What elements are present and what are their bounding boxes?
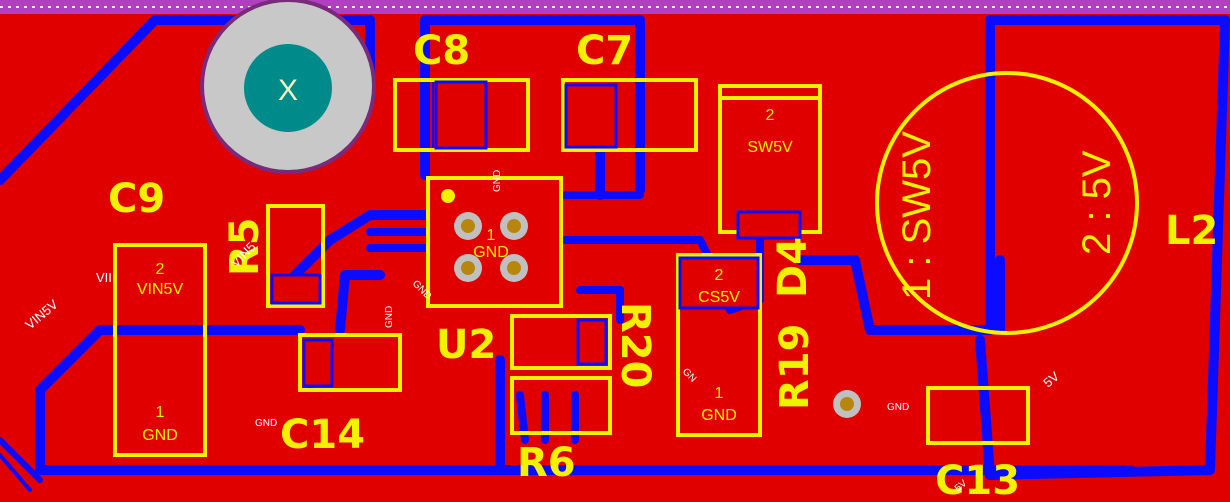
c8-pad-divider <box>432 82 434 148</box>
component-c8: C8 <box>393 28 530 152</box>
net-gnd-c14: GND <box>255 418 277 429</box>
c7-designator: C7 <box>576 28 633 74</box>
u2-pin1-dot <box>441 189 455 203</box>
u2-pin1-number: 1 <box>487 227 496 244</box>
c9-pad1-number: 1 <box>156 404 165 421</box>
component-c9: C9 2 VIN5V 1 GND <box>108 176 207 457</box>
component-r5: R5 <box>222 204 325 308</box>
net-gnd-via: GND <box>887 402 909 413</box>
r19-pad2-number: 2 <box>715 267 724 284</box>
net-gnd-vertical: GND <box>384 306 395 328</box>
c8-designator: C8 <box>413 28 470 74</box>
component-u2: 1 GND U2 <box>426 176 563 368</box>
c9-pad2-number: 2 <box>156 261 165 278</box>
d4-pad2-net: SW5V <box>747 139 793 156</box>
c13-designator: C13 <box>935 458 1020 502</box>
d4-pad2-number: 2 <box>766 107 775 124</box>
blue-traces <box>0 15 1230 492</box>
component-l2: 1 : SW5V 2 : 5V L2 <box>875 71 1218 335</box>
c14-designator: C14 <box>280 412 365 458</box>
component-c13: C13 <box>926 386 1030 502</box>
component-d4: 2 SW5V D4 <box>718 84 822 298</box>
r5-designator: R5 <box>222 217 268 276</box>
component-r20: R20 <box>510 302 658 388</box>
r20-designator: R20 <box>612 302 658 388</box>
u2-designator: U2 <box>436 322 496 368</box>
mount-hole-mark: X <box>278 74 298 107</box>
component-c14: C14 <box>280 333 402 458</box>
d4-designator: D4 <box>770 237 816 298</box>
r19-pad1-net: GND <box>701 407 737 424</box>
r19-pad2-net: CS5V <box>698 289 740 306</box>
r19-pad1-number: 1 <box>715 385 724 402</box>
component-r6: R6 <box>510 376 612 486</box>
via-gnd <box>833 390 861 418</box>
l2-pin1-label: 1 : SW5V <box>895 131 939 300</box>
c9-pad1-net: GND <box>142 427 178 444</box>
c9-designator: C9 <box>108 176 165 222</box>
l2-pin2-label: 2 : 5V <box>1075 150 1119 255</box>
l2-designator: L2 <box>1165 208 1218 254</box>
mounting-hole: X <box>200 0 376 174</box>
c9-pad2-net: VIN5V <box>137 281 184 298</box>
component-r19: 2 CS5V 1 GND R19 <box>676 253 818 437</box>
r6-designator: R6 <box>517 440 576 486</box>
net-gnd-u2-top: GND <box>492 170 503 192</box>
u2-center-net: GND <box>473 244 509 261</box>
net-vin-short: VII <box>96 270 112 285</box>
r19-designator: R19 <box>772 324 818 410</box>
component-c7: C7 <box>561 28 698 152</box>
